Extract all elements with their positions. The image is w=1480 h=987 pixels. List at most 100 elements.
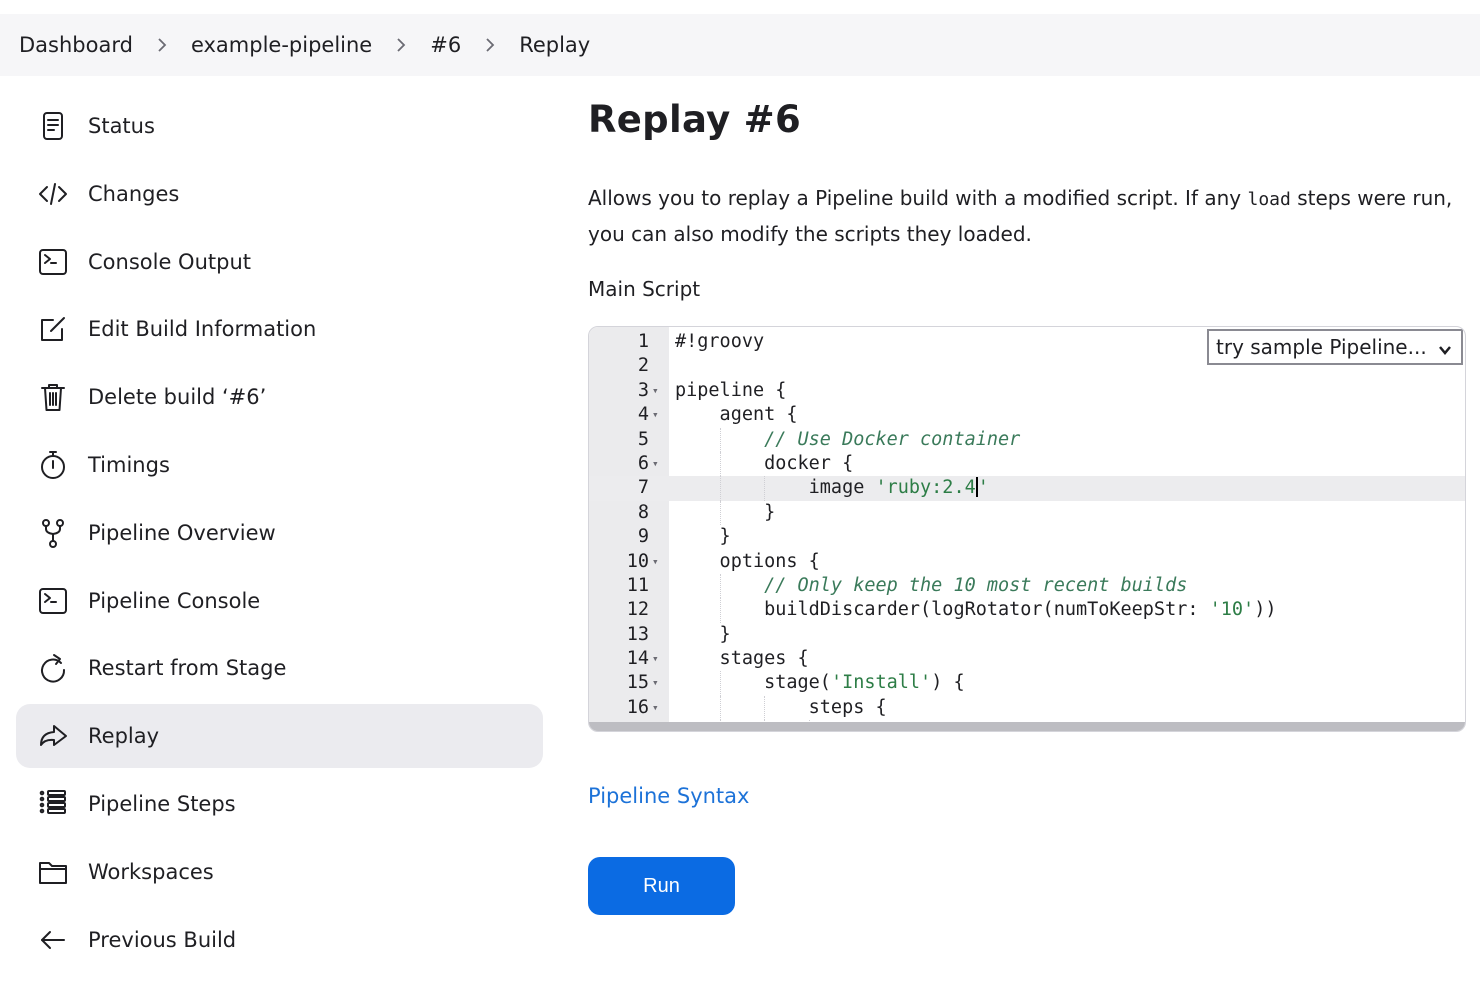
sidebar-item-restart-from-stage[interactable]: Restart from Stage xyxy=(16,636,543,700)
status-icon xyxy=(36,109,70,143)
sidebar-item-label: Pipeline Overview xyxy=(88,520,276,545)
sidebar-item-replay[interactable]: Replay xyxy=(16,704,543,769)
sample-pipeline-select[interactable]: try sample Pipeline... xyxy=(1207,329,1463,365)
code-line[interactable]: 3▾ pipeline { xyxy=(589,379,1465,403)
text-cursor xyxy=(975,477,978,498)
sample-pipeline-select-value: try sample Pipeline... xyxy=(1216,335,1427,359)
line-number: 5 xyxy=(637,428,649,450)
fold-toggle-icon[interactable]: ▾ xyxy=(652,554,659,568)
code-icon xyxy=(36,177,70,211)
sidebar-item-edit-build-information[interactable]: Edit Build Information xyxy=(16,297,543,361)
code-token: // Use Docker container xyxy=(675,428,1021,450)
sidebar-item-label: Console Output xyxy=(88,249,251,274)
pipeline-syntax-link[interactable]: Pipeline Syntax xyxy=(588,784,750,808)
sidebar-item-workspaces[interactable]: Workspaces xyxy=(16,840,543,904)
line-number: 1 xyxy=(637,331,649,352)
fold-toggle-icon[interactable]: ▾ xyxy=(652,652,659,666)
code-token: )) xyxy=(1254,599,1277,621)
replay-icon xyxy=(36,719,70,753)
sidebar-item-previous-build[interactable]: Previous Build xyxy=(16,908,543,972)
code-token: image xyxy=(675,477,876,499)
sidebar-item-pipeline-overview[interactable]: Pipeline Overview xyxy=(16,501,543,565)
indent-guide xyxy=(764,476,766,501)
indent-guide xyxy=(764,695,766,721)
steps-list-icon xyxy=(36,787,70,821)
code-line[interactable]: 4▾ agent { xyxy=(589,403,1465,427)
sidebar-item-status[interactable]: Status xyxy=(16,94,543,158)
edit-icon xyxy=(36,312,70,346)
sidebar-item-console-output[interactable]: Console Output xyxy=(16,230,543,294)
code-text: agent { xyxy=(675,403,798,427)
code-text: options { xyxy=(675,550,820,574)
code-line[interactable]: 7 image 'ruby:2.4' xyxy=(589,476,1465,501)
indent-guide xyxy=(719,671,721,696)
arrow-left-icon xyxy=(36,923,70,957)
page-title: Replay #6 xyxy=(588,98,802,141)
sidebar-item-pipeline-console[interactable]: Pipeline Console xyxy=(16,569,543,633)
indent-guide xyxy=(719,573,721,599)
indent-guide xyxy=(719,695,721,721)
top-strip xyxy=(0,0,1480,14)
stopwatch-icon xyxy=(36,448,70,482)
fold-toggle-icon[interactable]: ▾ xyxy=(652,456,659,470)
sidebar-item-label: Status xyxy=(88,114,155,138)
sidebar-item-label: Pipeline Steps xyxy=(88,791,236,816)
chevron-right-icon xyxy=(372,38,430,52)
fold-toggle-icon[interactable]: ▾ xyxy=(652,700,659,714)
code-line[interactable]: 8 } xyxy=(589,500,1465,526)
line-number: 7 xyxy=(637,477,649,499)
code-text: // Use Docker container xyxy=(675,428,1020,452)
fold-toggle-icon[interactable]: ▾ xyxy=(652,676,659,690)
sidebar-item-delete-build[interactable]: Delete build ‘#6’ xyxy=(16,365,543,429)
sidebar-item-label: Workspaces xyxy=(88,859,214,884)
breadcrumb-pipeline[interactable]: example-pipeline xyxy=(190,33,373,57)
fold-toggle-icon[interactable]: ▾ xyxy=(652,408,659,422)
code-line[interactable]: 14▾ stages { xyxy=(589,647,1465,671)
code-text: // Only keep the 10 most recent builds xyxy=(675,574,1187,598)
code-token: buildDiscarder(logRotator(numToKeepStr: xyxy=(675,599,1210,621)
run-button[interactable]: Run xyxy=(588,857,735,915)
code-line[interactable]: 9 } xyxy=(589,525,1465,549)
string-token: 'Install' xyxy=(830,672,932,694)
code-line[interactable]: 16▾ steps { xyxy=(589,695,1465,721)
sidebar-item-timings[interactable]: Timings xyxy=(16,433,543,497)
sidebar-item-label: Previous Build xyxy=(88,927,237,952)
line-number: 3 xyxy=(637,379,649,401)
line-number: 12 xyxy=(626,599,649,621)
sidebar-item-label: Restart from Stage xyxy=(88,656,287,681)
sidebar-item-label: Timings xyxy=(88,452,170,477)
line-number: 15 xyxy=(626,672,649,694)
main-script-label: Main Script xyxy=(588,277,701,301)
breadcrumb-dashboard[interactable]: Dashboard xyxy=(19,33,133,57)
code-text: } xyxy=(675,623,731,647)
string-token: 'ruby:2.4' xyxy=(875,477,989,499)
breadcrumb-build[interactable]: #6 xyxy=(430,33,462,57)
fold-toggle-icon[interactable]: ▾ xyxy=(652,383,659,397)
editor-gutter xyxy=(589,327,669,731)
line-number: 14 xyxy=(626,648,649,670)
code-token: // Only keep the 10 most recent builds xyxy=(675,574,1188,596)
indent-guide xyxy=(719,500,721,526)
code-text: steps { xyxy=(675,696,887,720)
code-line[interactable]: 15▾ stage('Install') { xyxy=(589,671,1465,696)
code-token: pipeline { xyxy=(675,379,787,401)
sidebar-item-label: Edit Build Information xyxy=(88,317,317,342)
code-line[interactable]: 2 xyxy=(589,354,1465,378)
code-line[interactable]: 5 // Use Docker container xyxy=(589,427,1465,452)
sidebar-item-pipeline-steps[interactable]: Pipeline Steps xyxy=(16,772,543,836)
indent-guide xyxy=(719,451,721,477)
code-line[interactable]: 12 buildDiscarder(logRotator(numToKeepSt… xyxy=(589,598,1465,623)
code-text: } xyxy=(675,501,775,525)
code-line[interactable]: 13 } xyxy=(589,623,1465,647)
code-line[interactable]: 1#!groovy xyxy=(589,330,1465,354)
chevron-right-icon xyxy=(133,38,191,52)
code-line[interactable]: 6▾ docker { xyxy=(589,451,1465,477)
breadcrumb-replay[interactable]: Replay xyxy=(519,33,591,57)
sidebar-item-changes[interactable]: Changes xyxy=(16,162,543,226)
editor-scrollbar[interactable] xyxy=(589,722,1465,731)
code-line[interactable]: 10▾ options { xyxy=(589,550,1465,574)
code-token: stage( xyxy=(675,672,831,694)
code-line[interactable]: 11 // Only keep the 10 most recent build… xyxy=(589,573,1465,599)
